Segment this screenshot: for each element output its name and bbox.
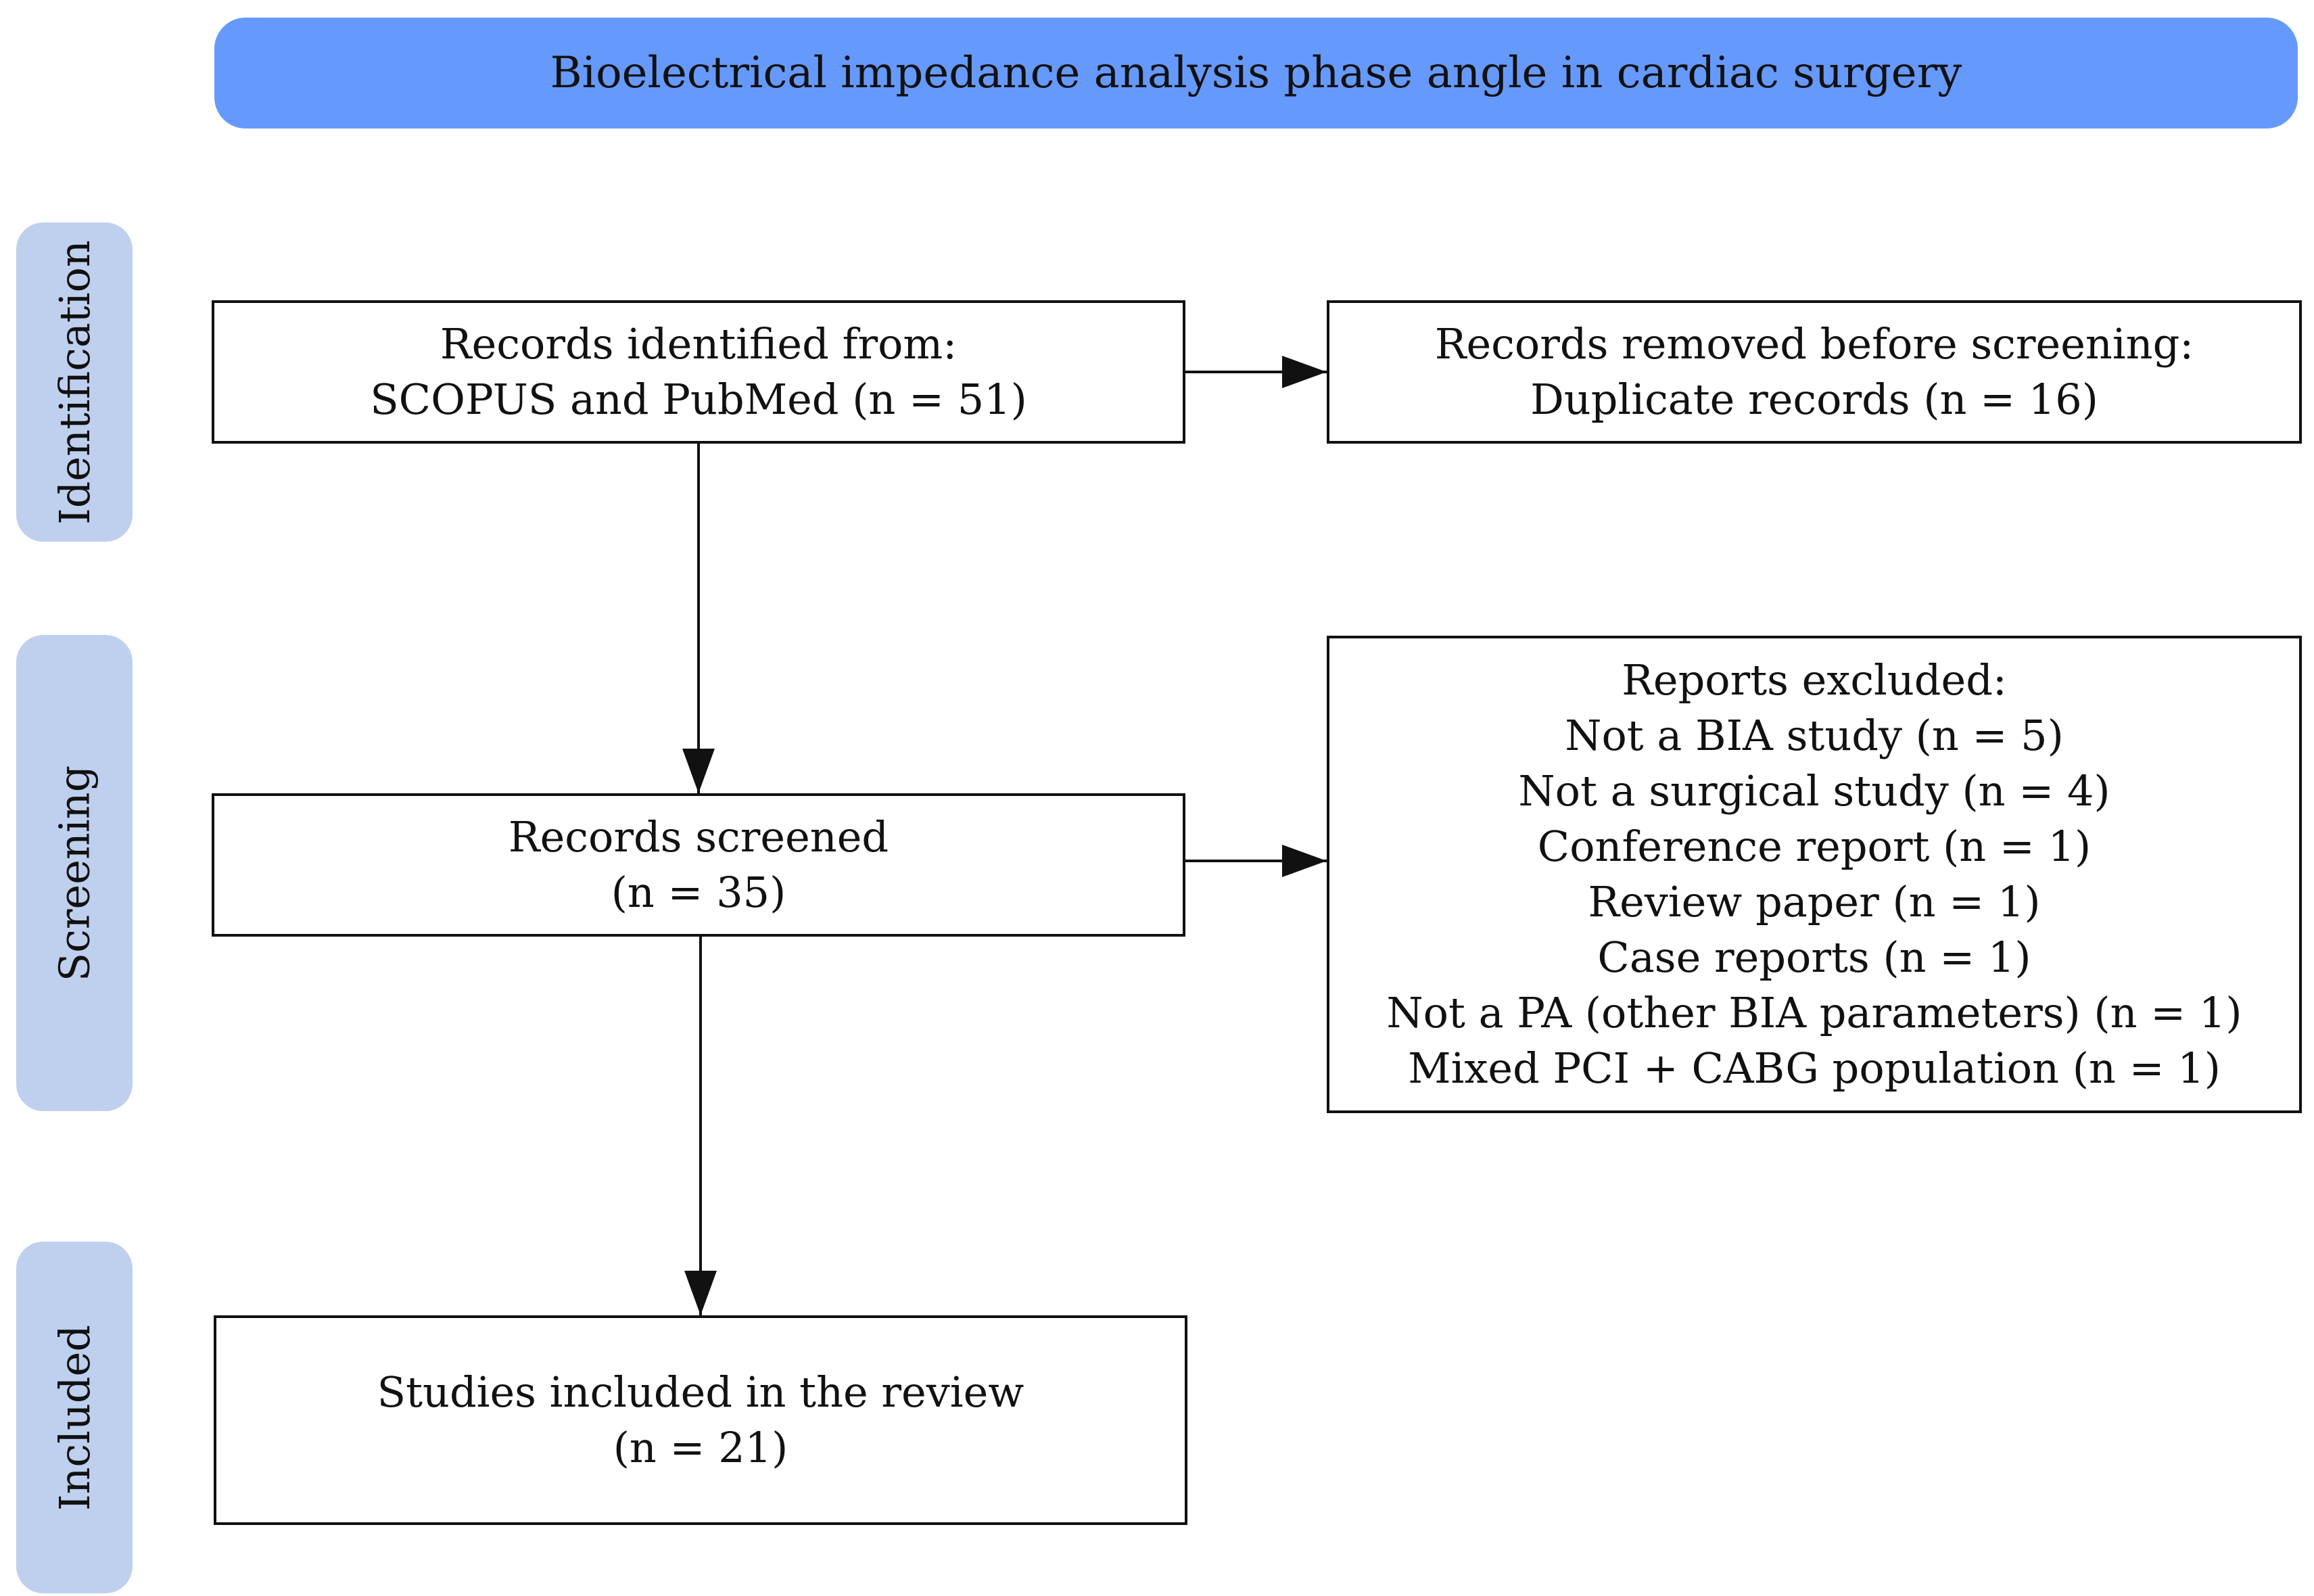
records-removed-line2: Duplicate records (n = 16) (1530, 375, 2098, 424)
studies-included-box: Studies included in the review (n = 21) (214, 1315, 1187, 1525)
excluded-item: Not a surgical study (n = 4) (1518, 766, 2110, 816)
excluded-item: Not a PA (other BIA parameters) (n = 1) (1386, 988, 2242, 1037)
records-identified-box: Records identified from: SCOPUS and PubM… (212, 300, 1185, 444)
records-identified-line1: Records identified from: (440, 319, 958, 369)
title-banner: Bioelectrical impedance analysis phase a… (214, 18, 2298, 128)
records-removed-box: Records removed before screening: Duplic… (1327, 300, 2302, 444)
reports-excluded-box: Reports excluded: Not a BIA study (n = 5… (1327, 636, 2302, 1113)
studies-included-line2: (n = 21) (613, 1423, 788, 1472)
records-identified-line2: SCOPUS and PubMed (n = 51) (370, 375, 1027, 424)
records-removed-line1: Records removed before screening: (1434, 319, 2194, 369)
reports-excluded-heading: Reports excluded: (1622, 655, 2007, 705)
phase-label-screening: Screening (16, 635, 133, 1111)
records-screened-line1: Records screened (508, 812, 889, 862)
excluded-item: Not a BIA study (n = 5) (1565, 711, 2064, 760)
records-screened-box: Records screened (n = 35) (212, 793, 1185, 937)
diagram-title: Bioelectrical impedance analysis phase a… (550, 48, 1962, 98)
phase-label-included: Included (16, 1242, 133, 1593)
excluded-item: Review paper (n = 1) (1588, 877, 2041, 926)
excluded-item: Case reports (n = 1) (1597, 933, 2031, 982)
excluded-item: Mixed PCI + CABG population (n = 1) (1408, 1043, 2221, 1093)
excluded-item: Conference report (n = 1) (1537, 822, 2092, 871)
records-screened-line2: (n = 35) (611, 868, 786, 917)
phase-label-identification: Identification (16, 222, 133, 542)
studies-included-line1: Studies included in the review (377, 1367, 1024, 1417)
